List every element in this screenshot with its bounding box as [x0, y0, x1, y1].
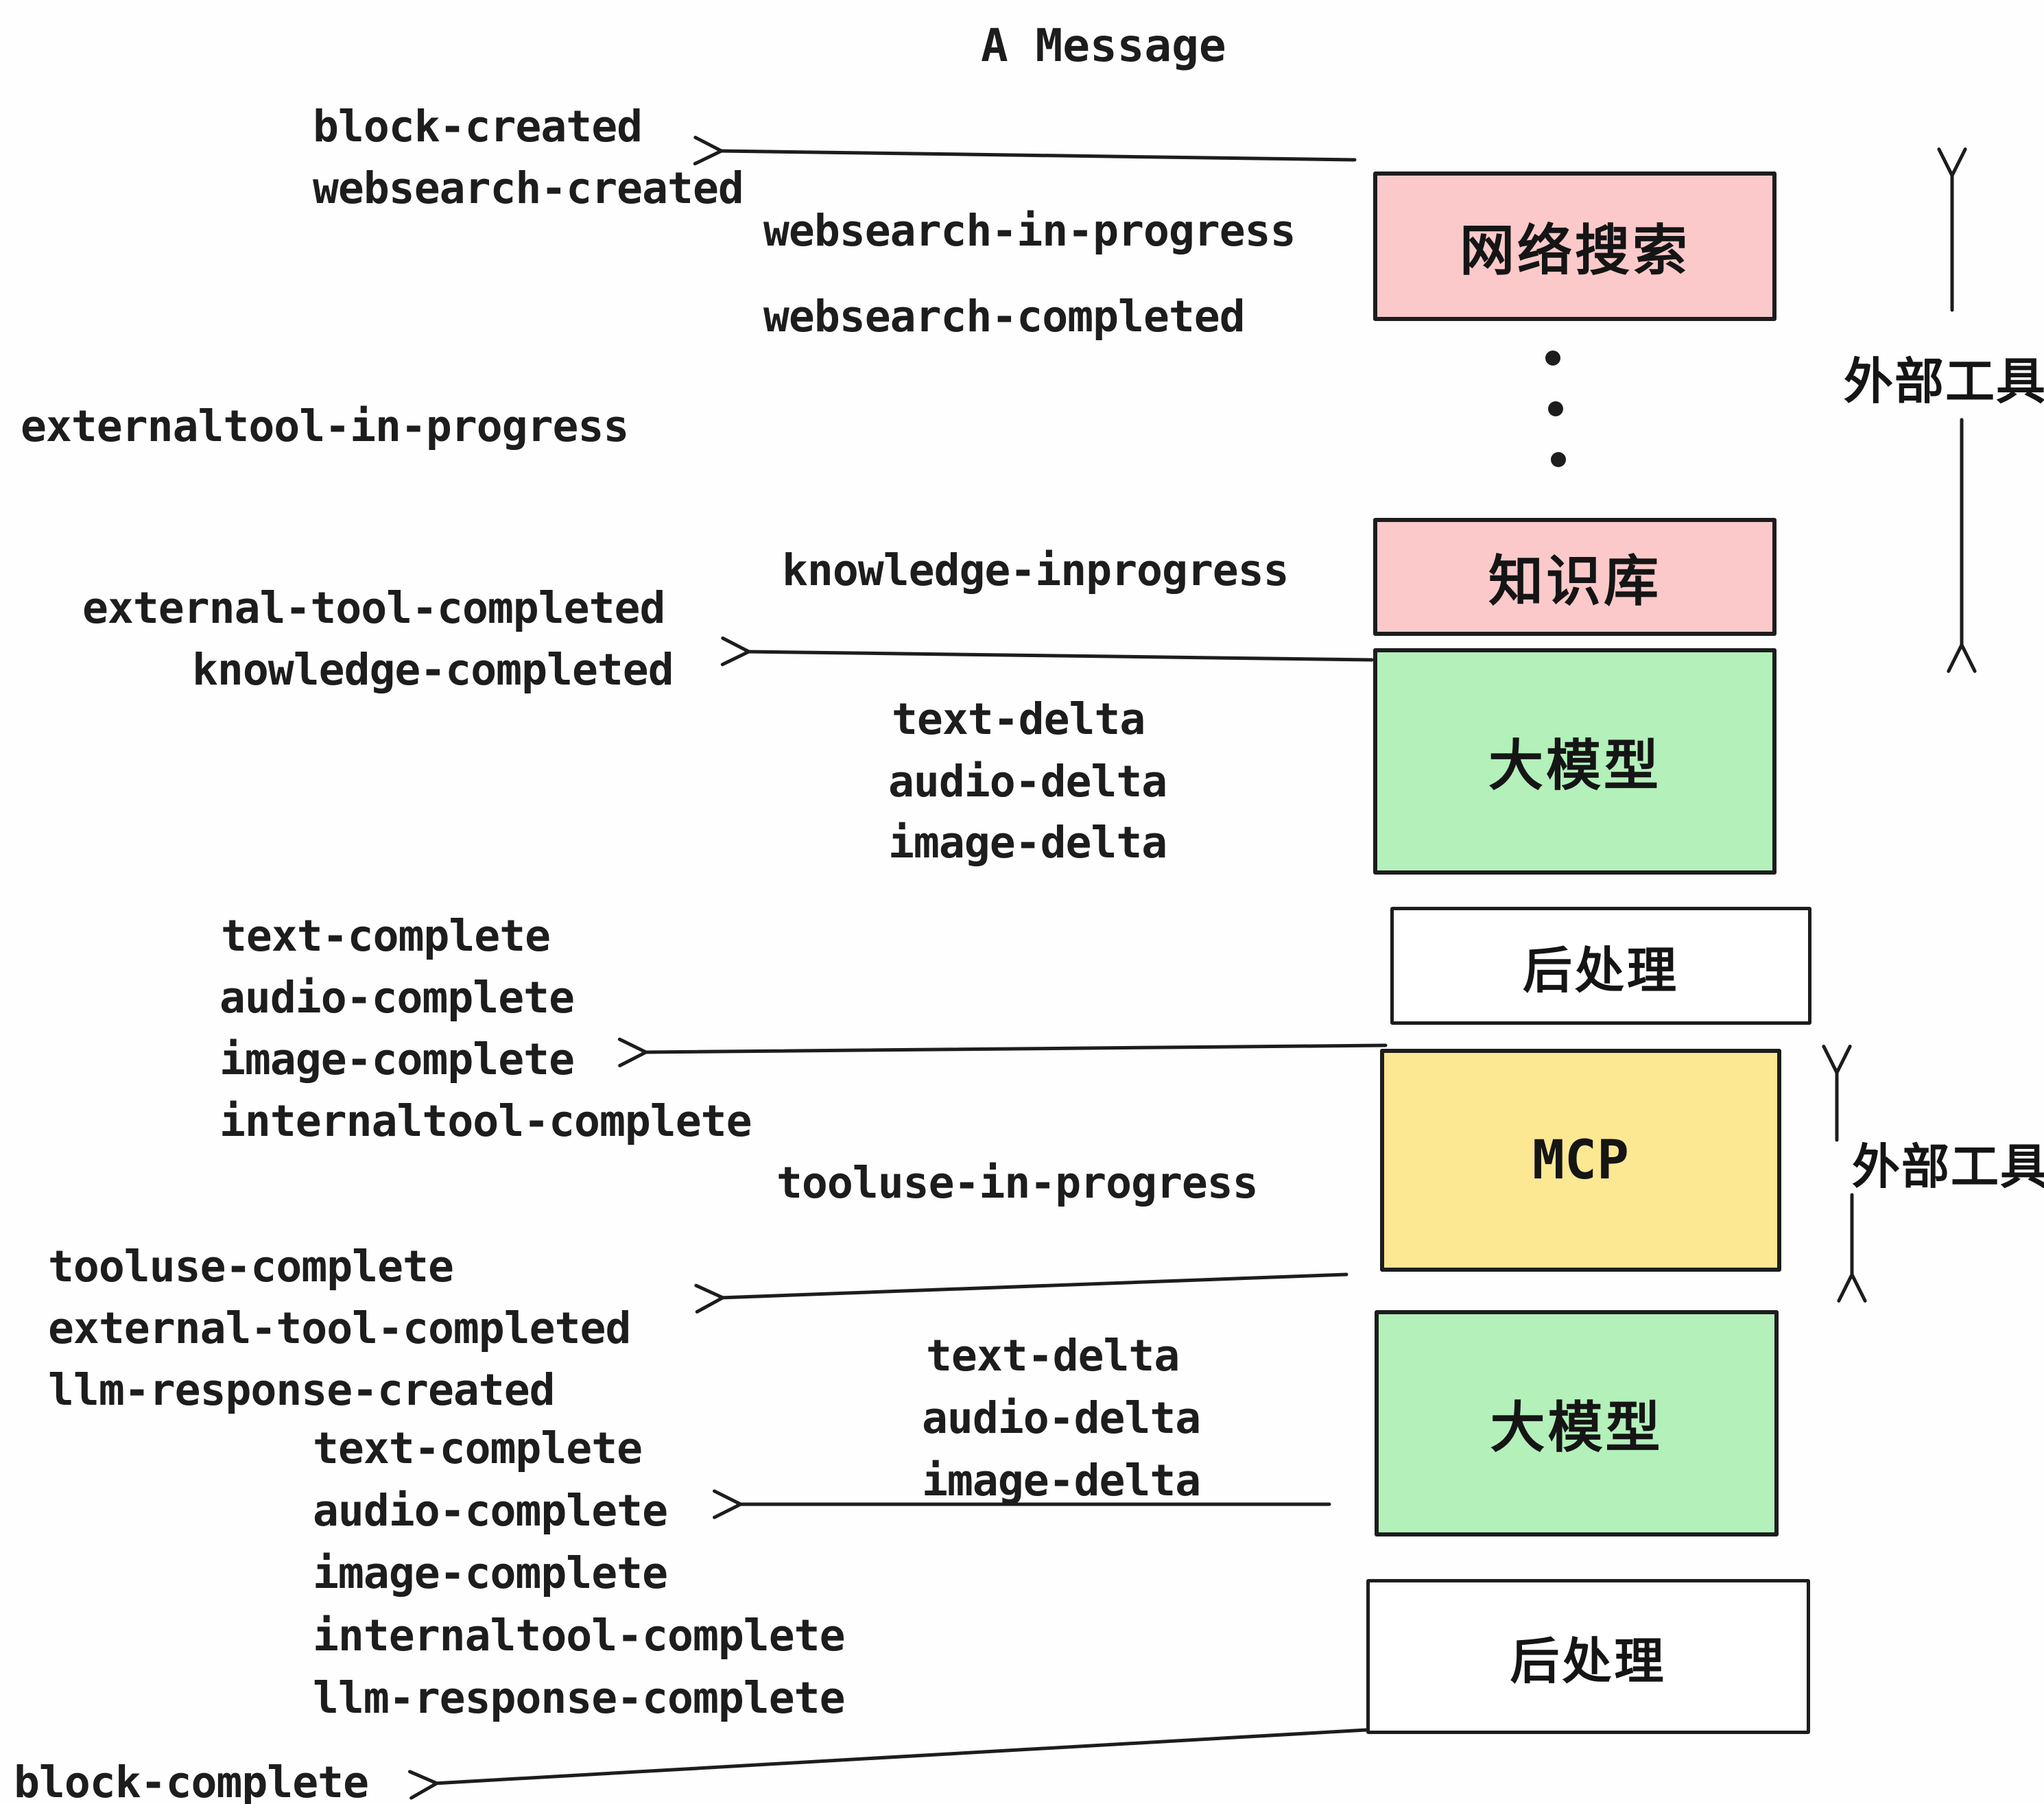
node-post-processing-2-label: 后处理	[1510, 1632, 1667, 1690]
event-label-image-delta-1: image-delta	[888, 818, 1167, 868]
node-post-processing-1-label: 后处理	[1522, 941, 1679, 999]
event-label-image-delta-2: image-delta	[922, 1456, 1201, 1506]
event-label-block-created: block-created	[313, 102, 643, 152]
event-label-text-delta-1: text-delta	[892, 694, 1145, 744]
node-mcp: MCP	[1380, 1049, 1781, 1272]
event-label-internaltool-complete-1: internaltool-complete	[219, 1096, 752, 1146]
side-label-external-tools-mid: 外部工具	[1852, 1139, 2044, 1195]
node-mcp-label: MCP	[1532, 1129, 1629, 1191]
event-label-tooluse-in-progress: tooluse-in-progress	[776, 1158, 1259, 1208]
event-label-knowledge-inprogress: knowledge-inprogress	[782, 545, 1290, 595]
node-web-search: 网络搜索	[1373, 171, 1776, 321]
event-label-llm-response-created: llm-response-created	[48, 1365, 556, 1415]
event-label-internaltool-complete-2: internaltool-complete	[313, 1611, 846, 1661]
arrow-websearch-to-block-created	[693, 135, 1357, 166]
side-label-external-tools-top: 外部工具	[1844, 353, 2044, 410]
page-title: A Message	[981, 19, 1226, 72]
event-label-tooluse-complete: tooluse-complete	[48, 1242, 454, 1292]
event-label-image-complete-2: image-complete	[313, 1548, 668, 1598]
event-label-websearch-completed: websearch-completed	[763, 292, 1246, 342]
event-label-externaltool-in-progress: externaltool-in-progress	[21, 401, 629, 451]
node-web-search-label: 网络搜索	[1460, 219, 1690, 283]
event-label-websearch-in-progress: websearch-in-progress	[763, 206, 1296, 256]
event-label-text-delta-2: text-delta	[926, 1331, 1180, 1381]
arrow-llm-to-knowledge-completed	[720, 636, 1374, 667]
node-llm-2-label: 大模型	[1490, 1396, 1663, 1460]
event-label-audio-complete-2: audio-complete	[313, 1486, 668, 1536]
node-llm-1-label: 大模型	[1488, 734, 1661, 798]
node-post-processing-1: 后处理	[1390, 907, 1811, 1025]
event-label-llm-response-complete: llm-response-complete	[313, 1673, 846, 1723]
event-label-text-complete-2: text-complete	[313, 1423, 643, 1473]
ellipsis-dots	[1545, 351, 1566, 467]
event-label-block-complete: block-complete	[14, 1757, 369, 1804]
ellipsis-dot	[1548, 401, 1563, 416]
node-post-processing-2: 后处理	[1366, 1579, 1810, 1734]
arrow-mcp-to-tooluse-complete	[694, 1272, 1348, 1314]
event-label-external-tool-completed-2: external-tool-completed	[48, 1303, 631, 1353]
ellipsis-dot	[1551, 452, 1566, 467]
node-knowledge-base: 知识库	[1373, 518, 1776, 636]
event-label-audio-delta-1: audio-delta	[888, 757, 1167, 807]
node-llm-2: 大模型	[1375, 1310, 1779, 1536]
event-label-knowledge-completed: knowledge-completed	[192, 645, 674, 695]
node-llm-1: 大模型	[1373, 648, 1776, 875]
arrow-post2-to-block-complete	[407, 1728, 1368, 1800]
arrow-post1-to-image-complete	[617, 1037, 1388, 1067]
ellipsis-dot	[1545, 351, 1560, 366]
event-label-external-tool-completed-1: external-tool-completed	[82, 583, 665, 633]
node-knowledge-base-label: 知识库	[1488, 549, 1661, 613]
event-label-image-complete-1: image-complete	[219, 1034, 575, 1084]
event-label-websearch-created: websearch-created	[313, 163, 744, 213]
event-label-audio-delta-2: audio-delta	[922, 1393, 1201, 1443]
event-label-text-complete-1: text-complete	[221, 911, 551, 961]
event-label-audio-complete-1: audio-complete	[219, 973, 575, 1023]
